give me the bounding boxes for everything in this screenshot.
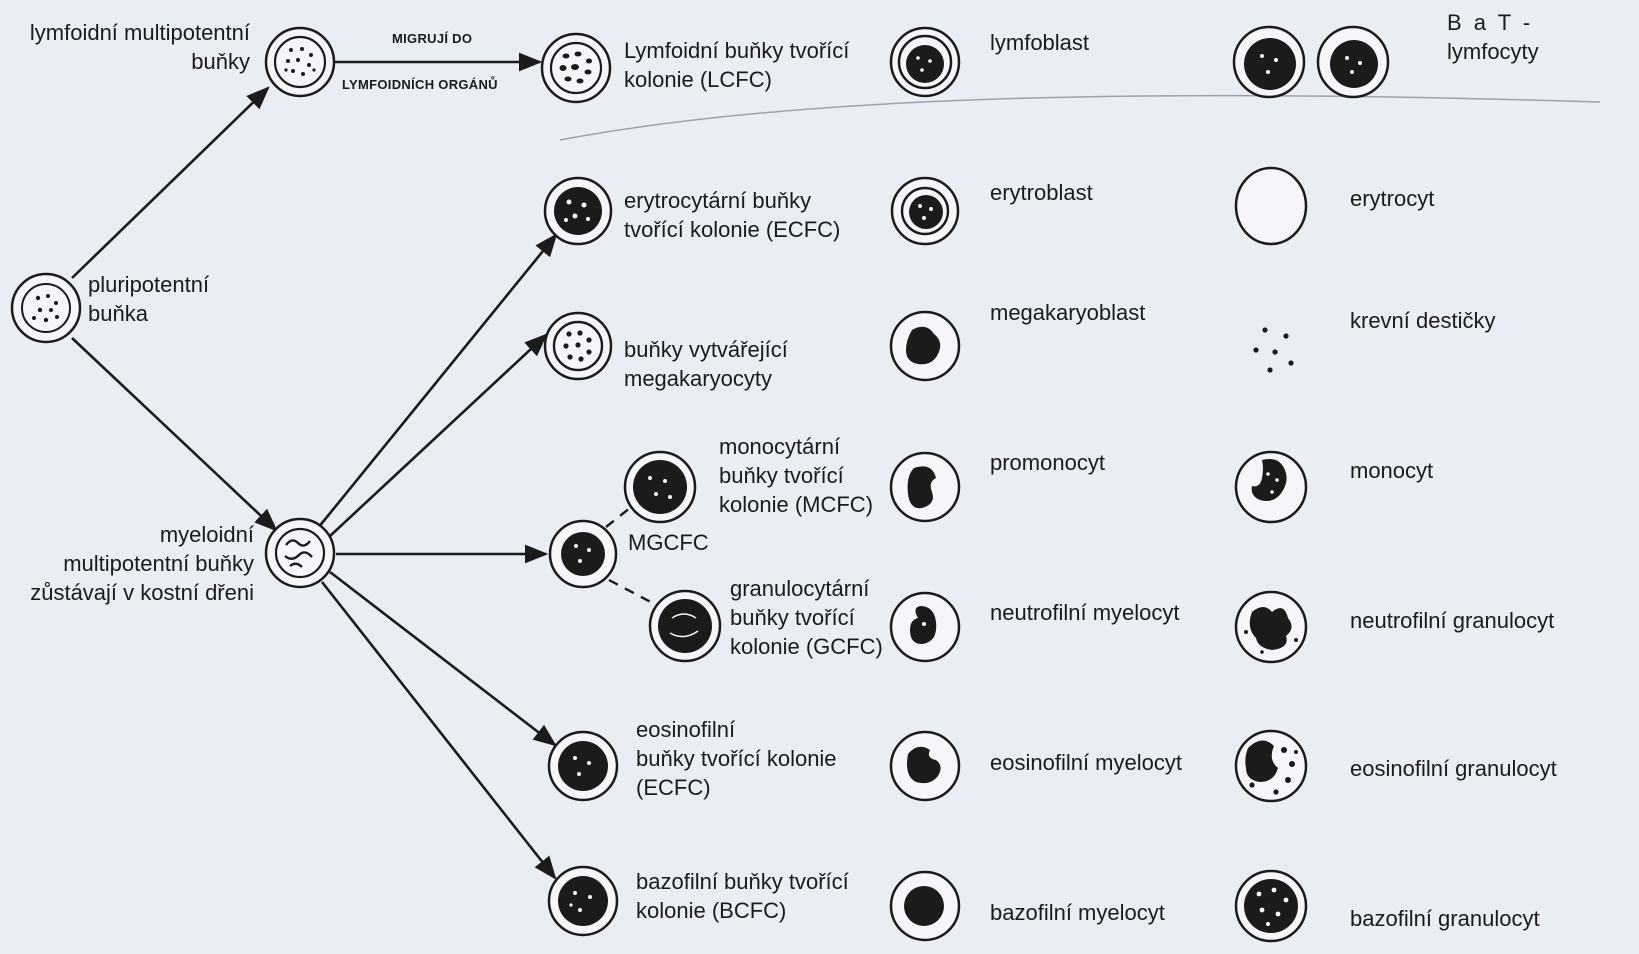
t-lymphocyte-cell (1318, 27, 1388, 97)
erythroblast-cell (892, 178, 958, 244)
section-divider (560, 96, 1600, 140)
megakaryoblast-cell (891, 312, 959, 380)
monocyte-label: monocyt (1350, 456, 1433, 485)
label-line: lymfocyty (1447, 37, 1539, 66)
label-line: zůstávají v kostní dřeni (20, 578, 254, 607)
label-line: monocytární (719, 432, 873, 461)
label-line: B a T - (1447, 8, 1539, 37)
pluripotent-label: pluripotentní buňka (88, 270, 209, 328)
lymphoblast-label: lymfoblast (990, 28, 1089, 57)
label-line: kolonie (GCFC) (730, 632, 883, 661)
mega-cfc-label: buňky vytvářející megakaryocyty (624, 335, 788, 393)
myeloid-multipotent-cell (266, 519, 334, 587)
ecfc-eosinophil-cell (549, 732, 617, 800)
b-lymphocyte-cell (1234, 27, 1304, 97)
monocyte-cell (1236, 452, 1306, 522)
eosinophil-granulocyte-label: eosinofilní granulocyt (1350, 754, 1557, 783)
migration-bottom-label: LYMFOIDNÍCH ORGÁNŮ (342, 70, 498, 99)
eosinophil-granulocyte-cell (1236, 731, 1306, 801)
label-line: tvořící kolonie (ECFC) (624, 215, 840, 244)
mcfc-label: monocytární buňky tvořící kolonie (MCFC) (719, 432, 873, 519)
arrow-to-mega (330, 335, 546, 536)
mega-cfc-cell (545, 313, 611, 379)
lymphocytes-label: B a T - lymfocyty (1447, 8, 1539, 66)
label-line: buňky tvořící (719, 461, 873, 490)
label-line: buňky (14, 47, 250, 76)
dash-to-gcfc (609, 580, 662, 608)
basophil-myelocyte-label: bazofilní myelocyt (990, 898, 1165, 927)
label-line: pluripotentní (88, 270, 209, 299)
neutrophil-myelocyte-cell (891, 593, 959, 661)
arrows (72, 62, 556, 878)
gcfc-label: granulocytární buňky tvořící kolonie (GC… (730, 574, 883, 661)
label-line: megakaryocyty (624, 364, 788, 393)
migration-top-label: MIGRUJÍ DO (392, 24, 472, 53)
label-line: multipotentní buňky (20, 549, 254, 578)
label-line: eosinofilní (636, 715, 837, 744)
erythrocyte-label: erytrocyt (1350, 184, 1434, 213)
erythrocyte-cell (1236, 168, 1306, 244)
label-line: (ECFC) (636, 773, 837, 802)
eosinophil-myelocyte-label: eosinofilní myelocyt (990, 748, 1182, 777)
arrow-to-lymphoid (72, 88, 268, 278)
promonocyte-label: promonocyt (990, 448, 1105, 477)
ecfc-erythroid-label: erytrocytární buňky tvořící kolonie (ECF… (624, 186, 840, 244)
label-line: buňka (88, 299, 209, 328)
label-line: Lymfoidní buňky tvořící (624, 36, 849, 65)
arrow-to-ecfc-eos (330, 572, 555, 745)
mgcfc-label: MGCFC (628, 528, 709, 557)
label-line: buňky tvořící kolonie (636, 744, 837, 773)
label-line: kolonie (BCFC) (636, 896, 849, 925)
bcfc-cell (549, 867, 617, 935)
lymphoid-multipotent-cell (266, 28, 334, 96)
bcfc-label: bazofilní buňky tvořící kolonie (BCFC) (636, 867, 849, 925)
arrow-to-ecfc-ery (318, 235, 556, 528)
lymphoid-multipotent-label: lymfoidní multipotentní buňky (14, 18, 250, 76)
label-line: kolonie (LCFC) (624, 65, 849, 94)
ecfc-erythroid-cell (545, 178, 611, 244)
label-line: buňky vytvářející (624, 335, 788, 364)
basophil-granulocyte-cell (1236, 871, 1306, 941)
myeloid-multipotent-label: myeloidní multipotentní buňky zůstávají … (20, 520, 254, 607)
mcfc-cell (625, 452, 695, 522)
eosinophil-myelocyte-cell (891, 732, 959, 800)
label-line: bazofilní buňky tvořící (636, 867, 849, 896)
neutrophil-granulocyte-cell (1236, 592, 1306, 662)
neutrophil-myelocyte-label: neutrofilní myelocyt (990, 598, 1180, 627)
platelets (1253, 327, 1293, 372)
ecfc-eosinophil-label: eosinofilní buňky tvořící kolonie (ECFC) (636, 715, 837, 802)
arrow-to-myeloid (72, 338, 276, 530)
label-line: myeloidní (20, 520, 254, 549)
neutrophil-granulocyte-label: neutrofilní granulocyt (1350, 606, 1554, 635)
promonocyte-cell (891, 453, 959, 521)
platelets-label: krevní destičky (1350, 306, 1496, 335)
label-line: erytrocytární buňky (624, 186, 840, 215)
basophil-myelocyte-cell (891, 872, 959, 940)
mgcfc-cell (550, 521, 616, 587)
erythroblast-label: erytroblast (990, 178, 1093, 207)
gcfc-cell (650, 591, 720, 661)
megakaryoblast-label: megakaryoblast (990, 298, 1145, 327)
basophil-granulocyte-label: bazofilní granulocyt (1350, 904, 1540, 933)
label-line: granulocytární (730, 574, 883, 603)
label-line: buňky tvořící (730, 603, 883, 632)
label-line: lymfoidní multipotentní (14, 18, 250, 47)
lcfc-cell (542, 34, 610, 102)
lymphoblast-cell (891, 28, 959, 96)
pluripotent-cell (12, 274, 80, 342)
arrow-to-bcfc (322, 582, 555, 878)
label-line: kolonie (MCFC) (719, 490, 873, 519)
lcfc-label: Lymfoidní buňky tvořící kolonie (LCFC) (624, 36, 849, 94)
